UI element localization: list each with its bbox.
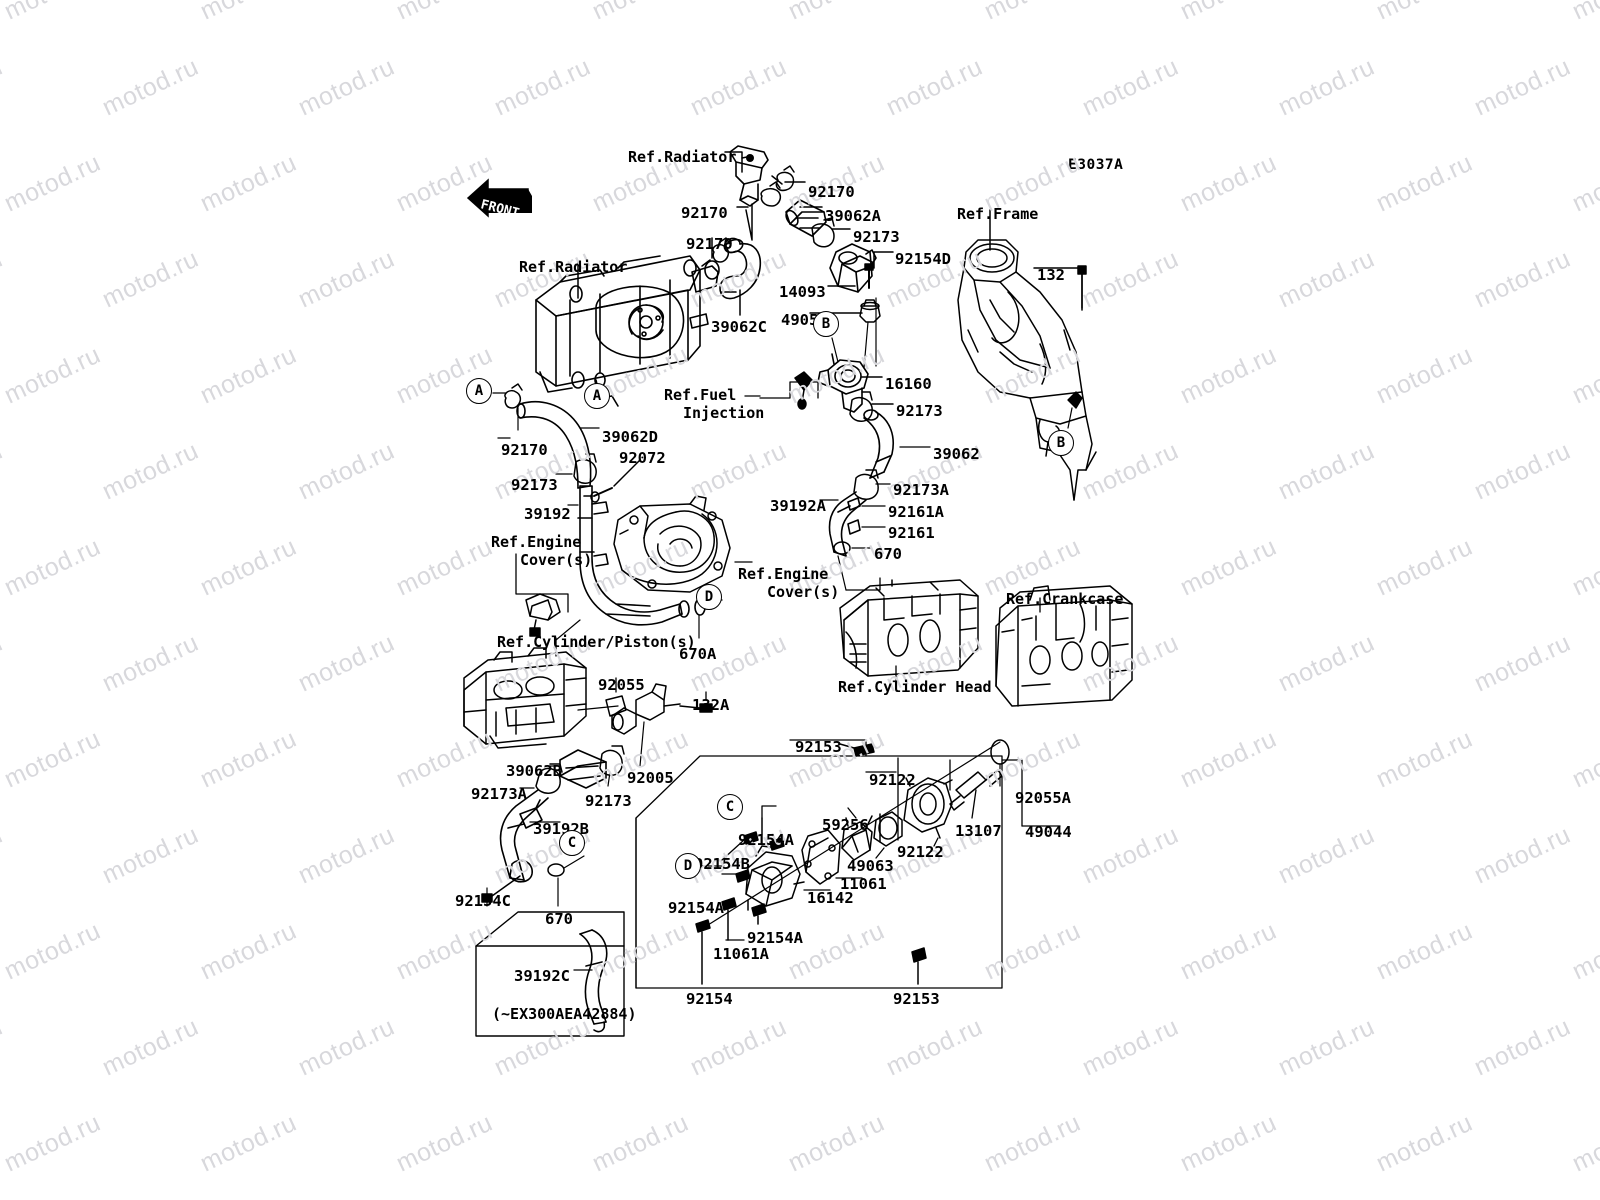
diagram-code: E3037A	[1068, 157, 1124, 173]
part-number-p-39192A: 39192A	[770, 497, 826, 515]
part-number-p-92055: 92055	[598, 676, 645, 694]
part-number-p-92153-a: 92153	[795, 738, 842, 756]
part-number-p-16142: 16142	[807, 889, 854, 907]
reference-label-ref-frame: Ref.Frame	[957, 205, 1039, 223]
callout-c-730: C	[717, 794, 743, 820]
part-number-p-39062B: 39062B	[506, 762, 562, 780]
part-number-p-92173A-b: 92173A	[471, 785, 527, 803]
part-number-p-92154B: 92154B	[694, 855, 750, 873]
part-number-p-92161: 92161	[888, 524, 935, 542]
variant-note: (~EX300AEA42884)	[492, 1005, 637, 1023]
part-number-p-670-b: 670	[545, 910, 573, 928]
part-number-p-92173-b: 92173	[896, 402, 943, 420]
callout-b-1061: B	[1048, 430, 1074, 456]
callout-a-479: A	[466, 378, 492, 404]
reference-label-ref-radiator-top: Ref.Radiator	[628, 148, 737, 166]
callout-a-597: A	[584, 383, 610, 409]
part-number-p-92173-a: 92173	[853, 228, 900, 246]
part-number-p-670-a: 670	[874, 545, 902, 563]
part-number-p-39062A: 39062A	[825, 207, 881, 225]
part-number-p-92173-d: 92173	[585, 792, 632, 810]
reference-label-ref-engine-cover-l-2: Cover(s)	[520, 551, 593, 569]
reference-label-ref-fuel-injection-1: Ref.Fuel	[664, 386, 737, 404]
part-number-p-16160: 16160	[885, 375, 932, 393]
part-number-p-92055A: 92055A	[1015, 789, 1071, 807]
part-number-p-39062D: 39062D	[602, 428, 658, 446]
part-number-p-49044: 49044	[1025, 823, 1072, 841]
part-number-p-92173-c: 92173	[511, 476, 558, 494]
part-number-p-92122-a: 92122	[869, 771, 916, 789]
reference-label-ref-cylinder-piston: Ref.Cylinder/Piston(s)	[497, 633, 696, 651]
part-number-p-92170-d: 92170	[501, 441, 548, 459]
part-number-p-39192C: 39192C	[514, 967, 570, 985]
front-direction-arrow: FRONT	[466, 178, 532, 221]
reference-label-ref-radiator-left: Ref.Radiator	[519, 258, 628, 276]
part-number-p-39062: 39062	[933, 445, 980, 463]
part-number-p-13107: 13107	[955, 822, 1002, 840]
part-number-p-92154A-c: 92154A	[747, 929, 803, 947]
part-number-p-92005: 92005	[627, 769, 674, 787]
part-number-p-39062C: 39062C	[711, 318, 767, 336]
part-number-p-92170-a: 92170	[808, 183, 855, 201]
reference-label-ref-cylinder-head: Ref.Cylinder Head	[838, 678, 992, 696]
part-number-p-92154C: 92154C	[455, 892, 511, 910]
part-number-p-92170-b: 92170	[681, 204, 728, 222]
callout-d-688: D	[675, 853, 701, 879]
part-number-p-92153-b: 92153	[893, 990, 940, 1008]
reference-label-ref-engine-cover-l-1: Ref.Engine	[491, 533, 582, 551]
reference-label-ref-crankcase: Ref.Crankcase	[1006, 590, 1124, 608]
callout-b-826: B	[813, 311, 839, 337]
part-number-p-39192: 39192	[524, 505, 571, 523]
part-number-p-11061: 11061	[840, 875, 887, 893]
part-number-p-59256: 59256	[822, 816, 869, 834]
part-number-p-92170-c: 92170	[686, 235, 733, 253]
part-number-p-92173A-a: 92173A	[893, 481, 949, 499]
part-number-p-92072: 92072	[619, 449, 666, 467]
part-number-p-132A: 132A	[692, 696, 730, 714]
part-number-p-14093: 14093	[779, 283, 826, 301]
callout-c-572: C	[559, 830, 585, 856]
part-number-p-92154A-a: 92154A	[738, 831, 794, 849]
part-number-p-132: 132	[1037, 266, 1065, 284]
part-number-p-670A: 670A	[679, 645, 717, 663]
part-number-p-92161A: 92161A	[888, 503, 944, 521]
reference-label-ref-engine-cover-r-2: Cover(s)	[767, 583, 840, 601]
callout-d-709: D	[696, 584, 722, 610]
part-number-p-49063: 49063	[847, 857, 894, 875]
part-number-p-92154A-b: 92154A	[668, 899, 724, 917]
part-number-p-11061A: 11061A	[713, 945, 769, 963]
reference-label-ref-fuel-injection-2: Injection	[683, 404, 765, 422]
part-number-p-92154: 92154	[686, 990, 733, 1008]
part-number-p-92154D: 92154D	[895, 250, 951, 268]
part-number-p-92122-b: 92122	[897, 843, 944, 861]
reference-label-ref-engine-cover-r-1: Ref.Engine	[738, 565, 829, 583]
